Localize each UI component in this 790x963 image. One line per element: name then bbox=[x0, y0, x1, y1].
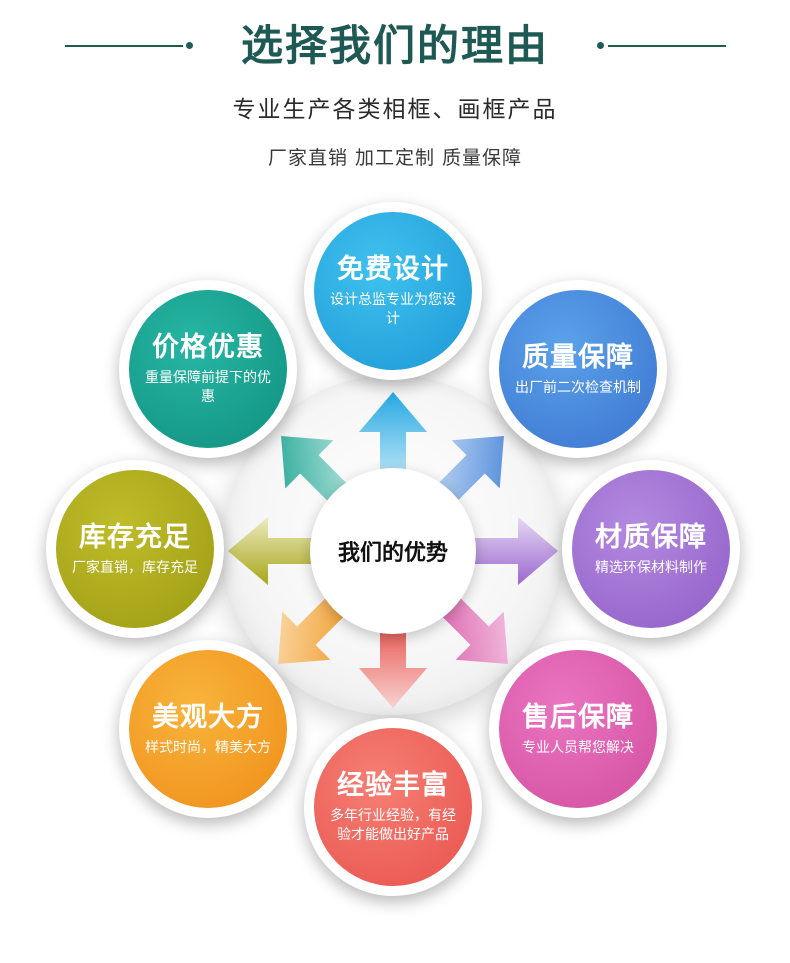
feature-experience: 经验丰富 多年行业经验，有经验才能做出好产品 bbox=[304, 718, 482, 896]
page-title: 选择我们的理由 bbox=[240, 21, 549, 70]
feature-desc: 样式时尚，精美大方 bbox=[145, 739, 271, 756]
feature-title: 价格优惠 bbox=[152, 332, 264, 363]
feature-title: 售后保障 bbox=[522, 701, 634, 733]
feature-face: 材质保障 精选环保材料制作 bbox=[572, 470, 730, 628]
feature-desc: 精选环保材料制作 bbox=[595, 559, 707, 576]
feature-face: 质量保障 出厂前二次检查机制 bbox=[499, 290, 657, 448]
feature-face: 售后保障 专业人员帮您解决 bbox=[499, 650, 657, 808]
feature-face: 库存充足 厂家直销，库存充足 bbox=[56, 470, 214, 628]
feature-desc: 厂家直销，库存充足 bbox=[72, 559, 198, 576]
feature-desc: 多年行业经验，有经验才能做出好产品 bbox=[330, 808, 456, 843]
title-rule-right bbox=[608, 45, 726, 47]
center-label: 我们的优势 bbox=[337, 541, 448, 566]
feature-desc: 设计总监专业为您设计 bbox=[330, 292, 456, 327]
feature-material: 材质保障 精选环保材料制作 bbox=[562, 460, 740, 638]
feature-title: 免费设计 bbox=[337, 254, 449, 285]
title-dot-right bbox=[597, 42, 604, 49]
feature-free-design: 免费设计 设计总监专业为您设计 bbox=[304, 202, 482, 380]
feature-appearance: 美观大方 样式时尚，精美大方 bbox=[119, 640, 297, 818]
feature-face: 美观大方 样式时尚，精美大方 bbox=[129, 650, 287, 808]
feature-face: 免费设计 设计总监专业为您设计 bbox=[314, 212, 472, 370]
feature-desc: 重量保障前提下的优惠 bbox=[145, 370, 271, 405]
title-dot-left bbox=[186, 42, 193, 49]
feature-title: 美观大方 bbox=[152, 701, 264, 733]
feature-title: 经验丰富 bbox=[337, 770, 449, 801]
feature-desc: 专业人员帮您解决 bbox=[522, 739, 634, 756]
page-tagline: 厂家直销 加工定制 质量保障 bbox=[267, 147, 523, 169]
feature-after-sales: 售后保障 专业人员帮您解决 bbox=[489, 640, 667, 818]
center-hub bbox=[310, 468, 476, 634]
title-rule-left bbox=[65, 45, 183, 47]
feature-face: 价格优惠 重量保障前提下的优惠 bbox=[129, 290, 287, 448]
feature-stock: 库存充足 厂家直销，库存充足 bbox=[46, 460, 224, 638]
feature-title: 质量保障 bbox=[522, 341, 634, 373]
feature-quality: 质量保障 出厂前二次检查机制 bbox=[489, 280, 667, 458]
feature-title: 库存充足 bbox=[79, 521, 191, 553]
feature-price: 价格优惠 重量保障前提下的优惠 bbox=[119, 280, 297, 458]
feature-desc: 出厂前二次检查机制 bbox=[515, 379, 641, 396]
feature-title: 材质保障 bbox=[595, 521, 707, 553]
title-row: 选择我们的理由 bbox=[0, 18, 790, 78]
page-subtitle: 专业生产各类相框、画框产品 bbox=[232, 97, 558, 123]
feature-face: 经验丰富 多年行业经验，有经验才能做出好产品 bbox=[314, 728, 472, 886]
